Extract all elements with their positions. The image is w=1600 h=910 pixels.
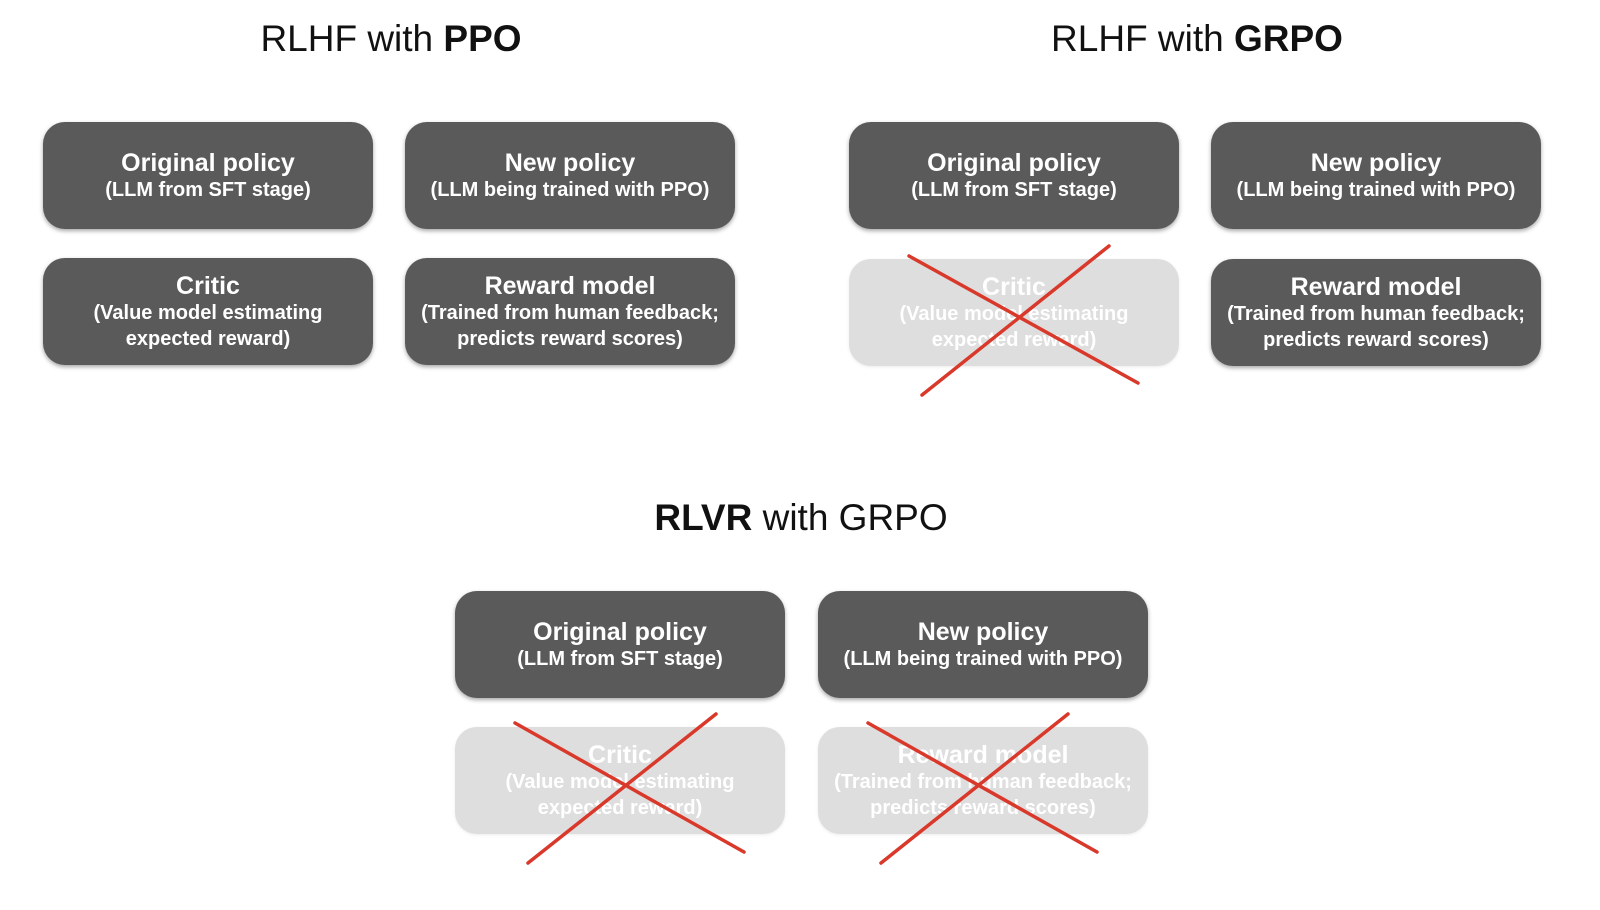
ppo-original-policy-box: Original policy (LLM from SFT stage) (43, 122, 373, 229)
box-description: (Value model estimating (93, 301, 323, 324)
grpo-reward-model-box: Reward model (Trained from human feedbac… (1211, 259, 1541, 366)
box-description: predicts reward scores) (457, 327, 683, 350)
rlvr-new-policy-box: New policy (LLM being trained with PPO) (818, 591, 1148, 698)
title-rlhf-grpo: RLHF with GRPO (1051, 18, 1343, 59)
box-description: predicts reward scores) (1263, 328, 1489, 351)
box-description: expected reward) (931, 328, 1097, 351)
rlvr-reward-model-box-removed: Reward model (Trained from human feedbac… (818, 727, 1148, 834)
grpo-original-policy-box: Original policy (LLM from SFT stage) (849, 122, 1179, 229)
box-description: (Trained from human feedback; (1227, 302, 1525, 325)
box-description: predicts reward scores) (870, 796, 1096, 819)
box-heading: New policy (917, 617, 1049, 646)
box-heading: New policy (504, 148, 636, 177)
box-description: (Trained from human feedback; (421, 301, 719, 324)
box-description: (LLM being trained with PPO) (430, 178, 710, 201)
rlvr-critic-box-removed: Critic (Value model estimating expected … (455, 727, 785, 834)
box-description: (Trained from human feedback; (834, 770, 1132, 793)
box-heading: New policy (1310, 148, 1442, 177)
box-description: expected reward) (537, 796, 703, 819)
box-description: (LLM from SFT stage) (105, 178, 311, 201)
box-heading: Critic (982, 272, 1046, 301)
box-description: (LLM from SFT stage) (911, 178, 1117, 201)
grpo-new-policy-box: New policy (LLM being trained with PPO) (1211, 122, 1541, 229)
ppo-critic-box: Critic (Value model estimating expected … (43, 258, 373, 365)
box-description: (Value model estimating (505, 770, 735, 793)
box-description: (LLM being trained with PPO) (1236, 178, 1516, 201)
box-heading: Reward model (897, 740, 1069, 769)
box-heading: Original policy (533, 617, 707, 646)
rlvr-original-policy-box: Original policy (LLM from SFT stage) (455, 591, 785, 698)
box-heading: Original policy (927, 148, 1101, 177)
box-description: (LLM being trained with PPO) (843, 647, 1123, 670)
title-rlhf-ppo: RLHF with PPO (260, 18, 522, 59)
box-heading: Reward model (1290, 272, 1462, 301)
box-heading: Original policy (121, 148, 295, 177)
box-heading: Critic (176, 271, 240, 300)
ppo-reward-model-box: Reward model (Trained from human feedbac… (405, 258, 735, 365)
box-heading: Critic (588, 740, 652, 769)
box-heading: Reward model (484, 271, 656, 300)
ppo-new-policy-box: New policy (LLM being trained with PPO) (405, 122, 735, 229)
box-description: expected reward) (125, 327, 291, 350)
box-description: (LLM from SFT stage) (517, 647, 723, 670)
box-description: (Value model estimating (899, 302, 1129, 325)
grpo-critic-box-removed: Critic (Value model estimating expected … (849, 259, 1179, 366)
title-rlvr-grpo: RLVR with GRPO (654, 497, 948, 538)
